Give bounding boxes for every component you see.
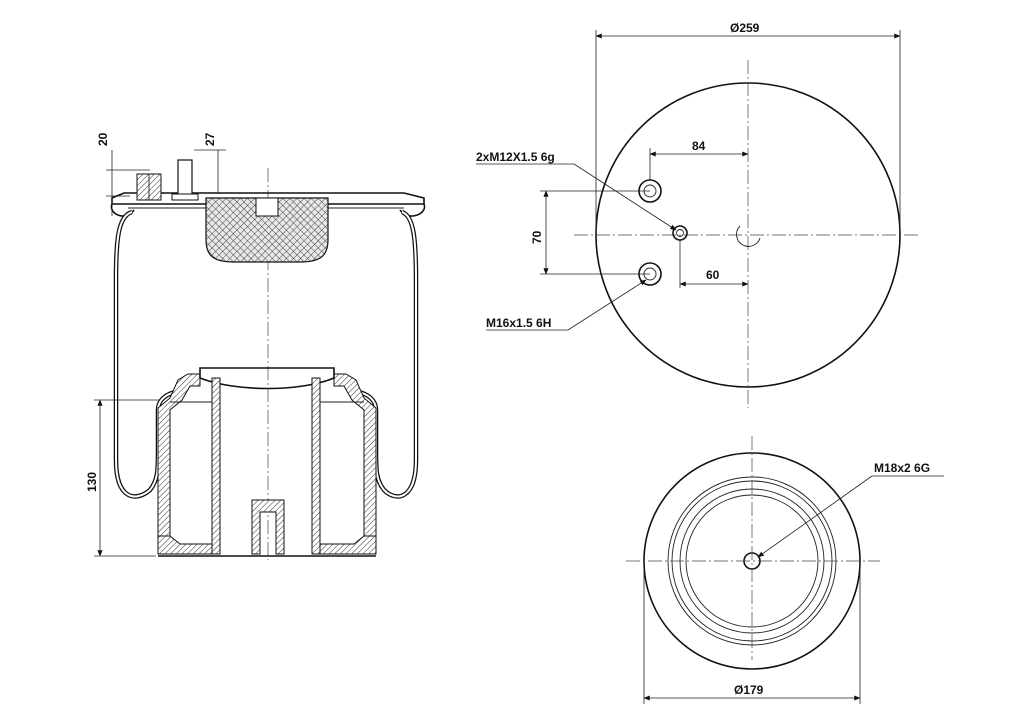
top-plan-view: Ø259 84 70 60 2xM12X1.5 6g M16x1.5 6H [476, 21, 920, 408]
piston-base-left [157, 535, 213, 555]
piston-bottom-view: Ø179 M18x2 6G [626, 436, 944, 704]
thread-large-label: M16x1.5 6H [486, 316, 551, 330]
dim-60-label: 60 [706, 268, 720, 282]
air-port-mark [736, 225, 761, 247]
dim-27-label: 27 [203, 132, 217, 146]
diameter-bottom-label: Ø179 [734, 683, 764, 697]
thread-small-label: 2xM12X1.5 6g [476, 150, 555, 164]
piston-inner-left [211, 377, 221, 555]
section-view: 20 27 130 [85, 132, 426, 560]
piston-inner-right [311, 377, 321, 555]
bumper-nut [255, 197, 279, 217]
bumper [205, 197, 329, 263]
dim-70-label: 70 [530, 230, 544, 244]
piston-base-right [319, 535, 377, 555]
diameter-top-label: Ø259 [730, 21, 760, 35]
dim-130-label: 130 [85, 472, 99, 492]
stud-m12 [177, 159, 193, 197]
thread-piston-label: M18x2 6G [874, 461, 930, 475]
piston-top [199, 367, 335, 390]
piston-boss [251, 499, 285, 555]
bellow-left [113, 209, 186, 499]
hole-center [672, 225, 688, 241]
bellow-right [348, 209, 419, 499]
dim-84-label: 84 [692, 139, 706, 153]
dim-20-label: 20 [96, 132, 110, 146]
